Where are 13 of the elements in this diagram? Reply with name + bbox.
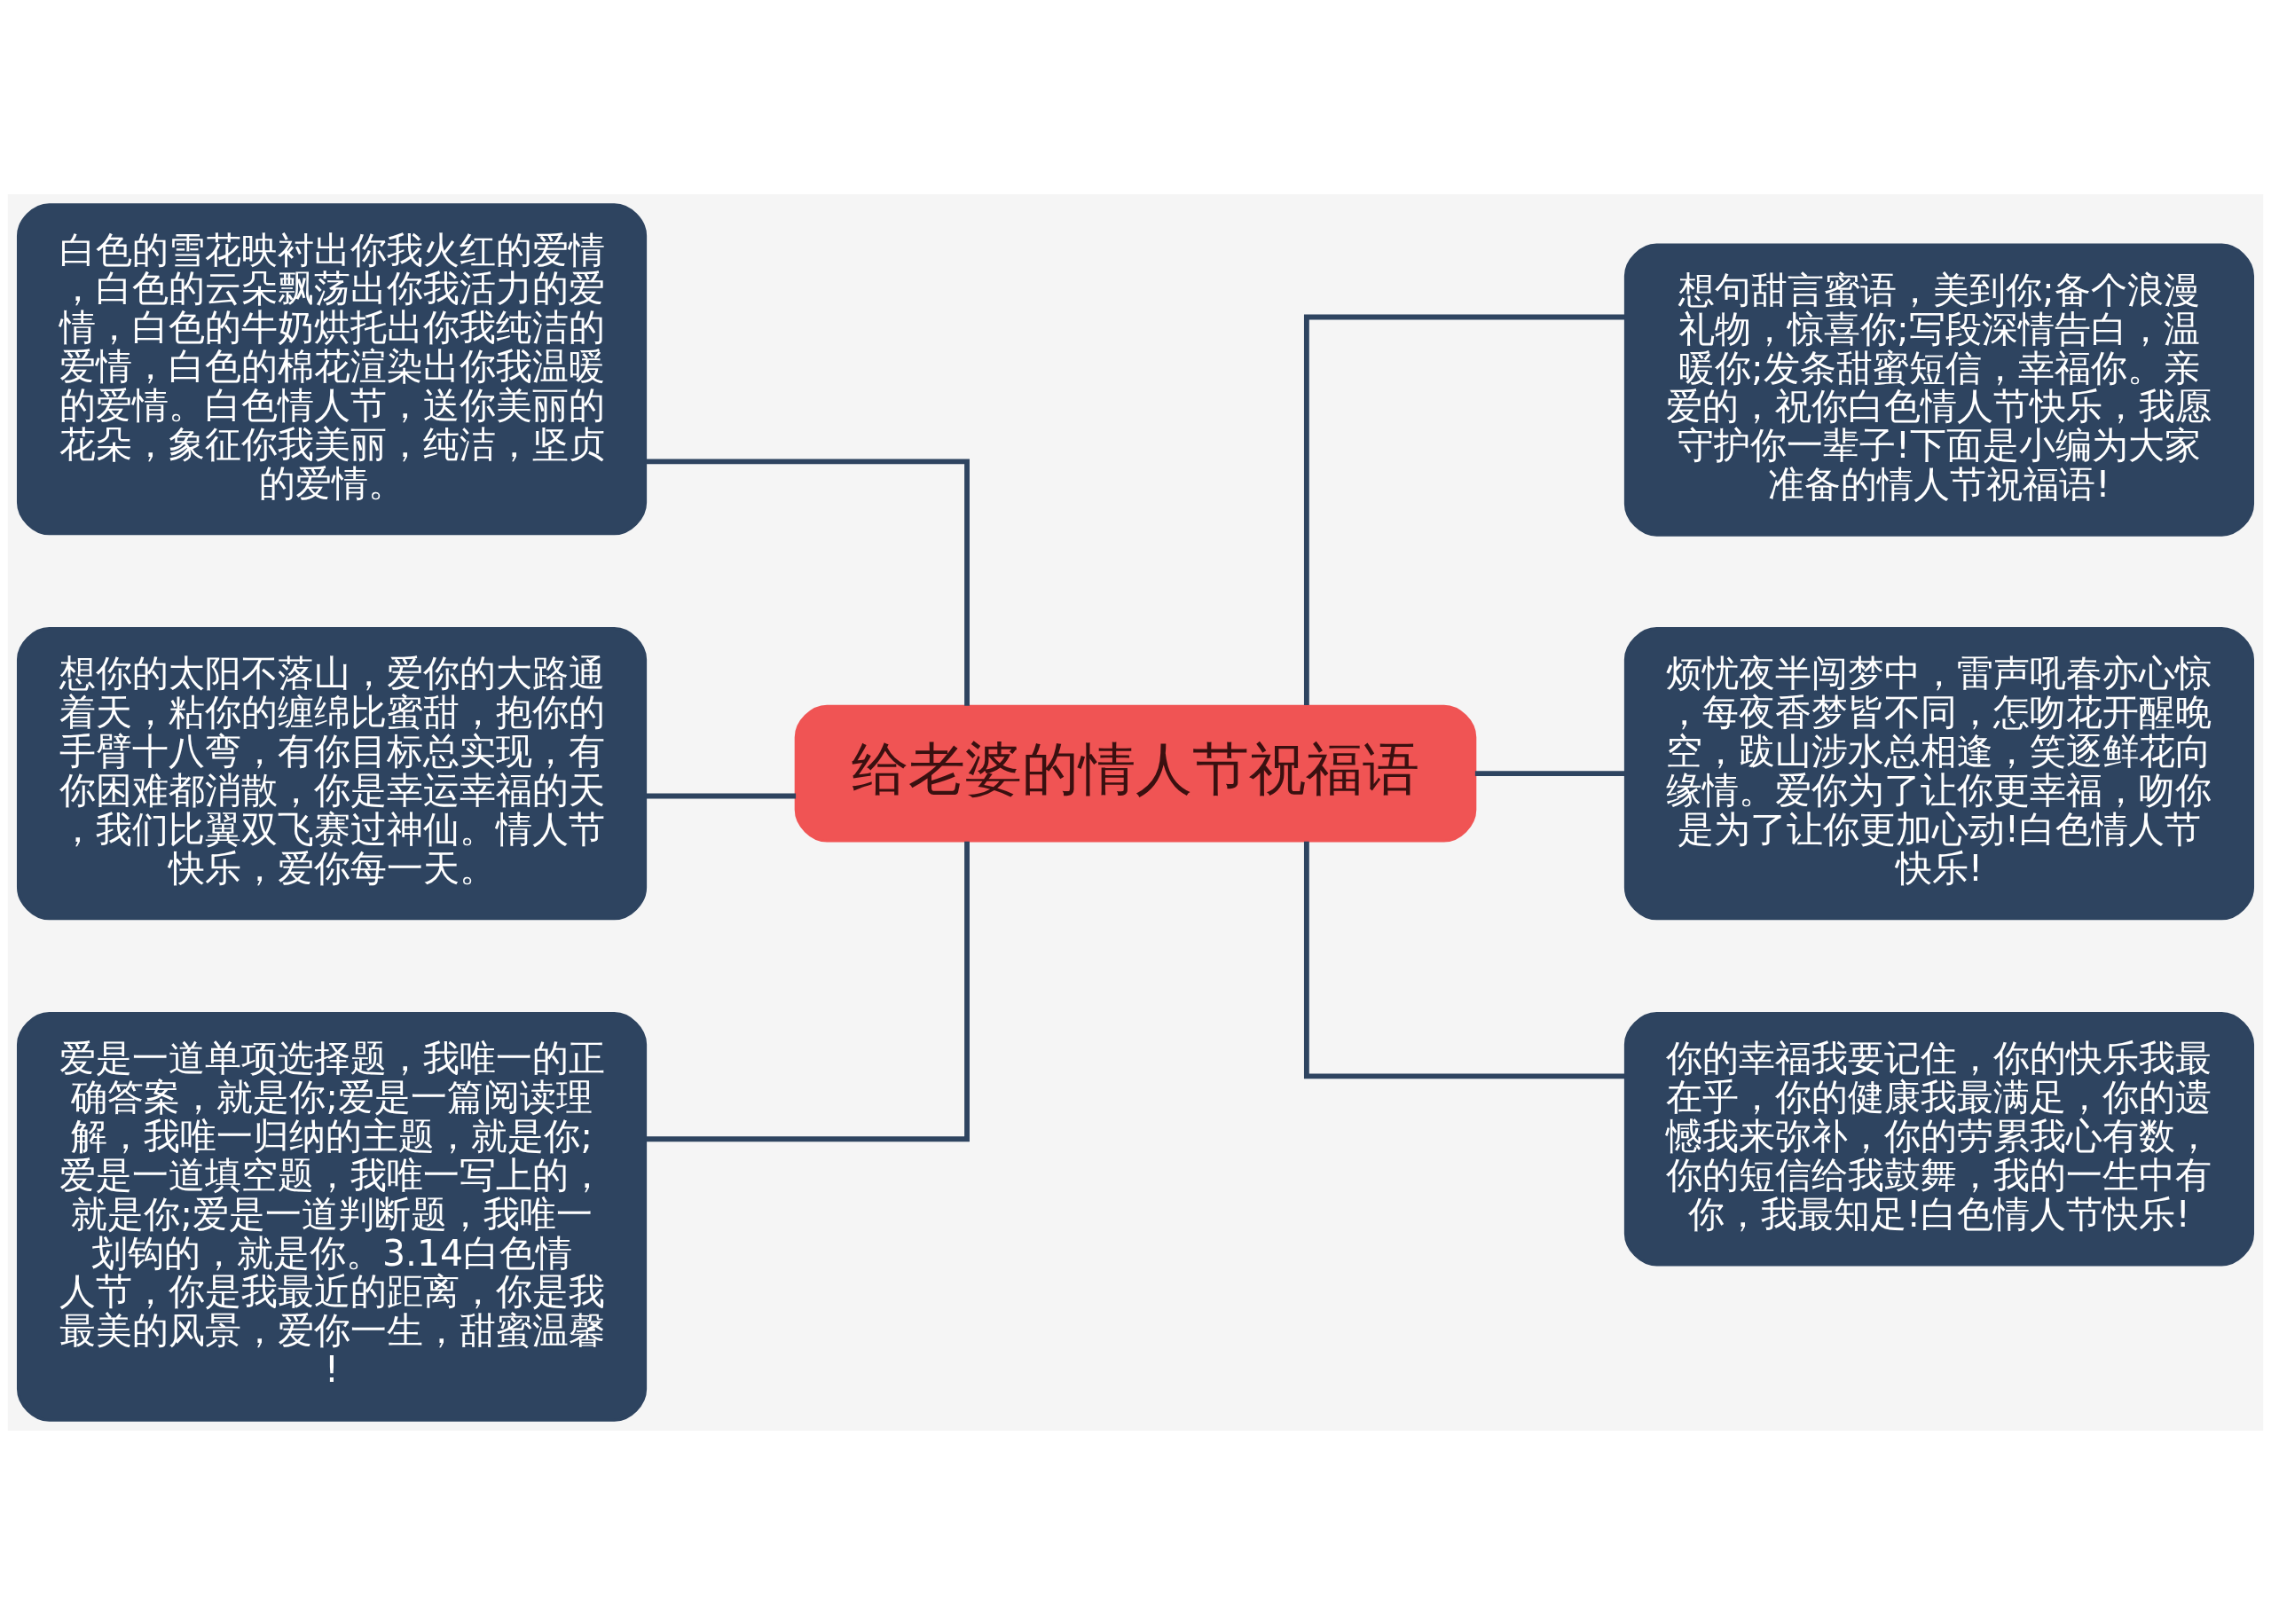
node-box: 白色的雪花映衬出你我火红的爱情，白色的云朵飘荡出你我活力的爱情，白色的牛奶烘托出你我纯洁的爱情，白色的棉花渲染出你我温暖的爱情。白色情人节，送你美丽的花朵，象征你我美丽，纯洁，坚贞的爱情。: [16, 202, 648, 535]
connector: [646, 793, 797, 798]
node-box: 烦忧夜半闯梦中，雷声吼春亦心惊，每夜香梦皆不同，怎吻花开醒晚空，跋山涉水总相逢，笑逐鲜花向缘情。爱你为了让你更幸福，吻你是为了让你更加心动!白色情人节快乐!: [1623, 626, 2255, 920]
node-box: 想句甜言蜜语，美到你;备个浪漫礼物，惊喜你;写段深情告白，温暖你;发条甜蜜短信，幸福你。亲爱的，祝你白色情人节快乐，我愿守护你一辈子!下面是小编为大家准备的情人节祝福语!: [1623, 243, 2255, 537]
node-box: 爱是一道单项选择题，我唯一的正确答案，就是你;爱是一篇阅读理解，我唯一归纳的主题，就是你;爱是一道填空题，我唯一写上的，就是你;爱是一道判断题，我唯一划钩的，就是你。3.14白色情人节，你是我最近的距离，你是我最美的风景，爱你一生，甜蜜温馨!: [16, 1011, 648, 1422]
connector: [645, 841, 970, 1142]
node-box: 想你的太阳不落山，爱你的大路通着天，粘你的缠绵比蜜甜，抱你的手臂十八弯，有你目标总实现，有你困难都消散，你是幸运幸福的天，我们比翼双飞赛过神仙。情人节快乐，爱你每一天。: [16, 626, 648, 920]
connector: [1474, 770, 1625, 776]
node-box: 你的幸福我要记住，你的快乐我最在乎，你的健康我最满足，你的遗憾我来弥补，你的劳累我心有数，你的短信给我鼓舞，我的一生中有你，我最知足!白色情人节快乐!: [1623, 1011, 2255, 1266]
connector: [1303, 841, 1625, 1079]
node-box: 给老婆的情人节祝福语: [794, 704, 1477, 843]
connector: [645, 458, 970, 706]
connector: [1303, 314, 1625, 705]
